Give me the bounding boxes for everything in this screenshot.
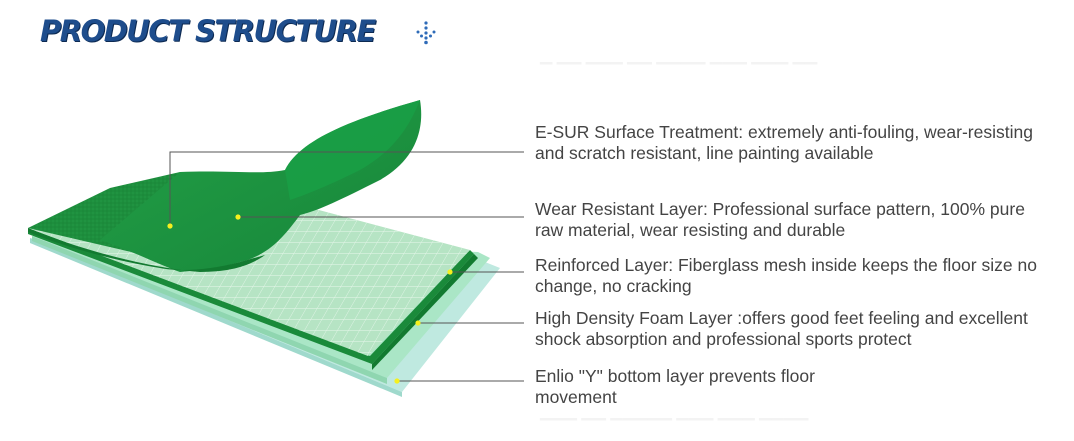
faint-footer-text: ▔▔▔ ▔▔ ▔▔▔▔▔ ▔▔▔ ▔▔▔ ▔▔▔▔ xyxy=(540,420,809,437)
layer-label-wear-resistant: Wear Resistant Layer: Professional surfa… xyxy=(535,199,1025,240)
surface-curl xyxy=(28,100,422,272)
layer-label-reinforced: Reinforced Layer: Fiberglass mesh inside… xyxy=(535,255,1037,296)
leader-dots xyxy=(167,214,453,384)
layer-label-surface-treatment: E-SUR Surface Treatment: extremely anti-… xyxy=(535,122,1033,163)
faint-background-text: ▔ ▔▔ ▔▔▔ ▔▔ ▔▔▔▔ ▔▔▔ ▔▔▔ ▔▔ xyxy=(540,64,818,81)
reinforced-edge xyxy=(28,228,478,370)
layer-label-bottom: Enlio "Y" bottom layer prevents floor mo… xyxy=(535,366,815,407)
layer-label-foam: High Density Foam Layer :offers good fee… xyxy=(535,308,1028,349)
mesh-layer xyxy=(28,205,470,356)
leader-lines xyxy=(169,151,524,382)
page-title: PRODUCT STRUCTURE xyxy=(40,14,376,48)
arrow-down-dotted-icon xyxy=(416,21,436,45)
